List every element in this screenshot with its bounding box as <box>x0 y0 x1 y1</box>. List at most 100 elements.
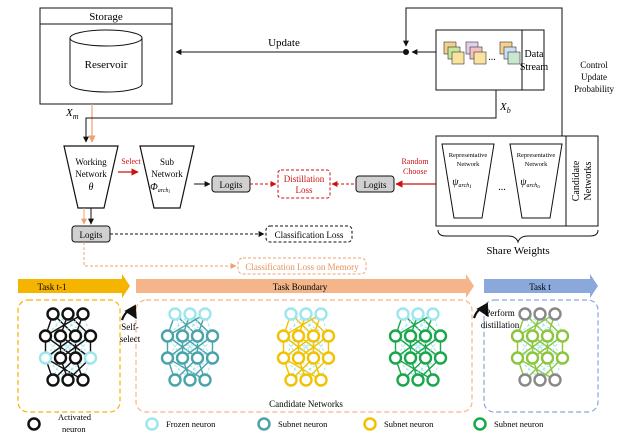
neuron-icon <box>548 373 562 387</box>
neuron-icon <box>321 351 336 365</box>
sub-network-label-1: Sub <box>160 157 175 167</box>
task-prev-arrow: Task t-1 <box>18 274 130 298</box>
net-candidate-2 <box>276 307 336 387</box>
neuron-icon <box>525 351 540 365</box>
neural-networks <box>38 307 570 387</box>
xb-label: Xb <box>499 101 511 115</box>
reservoir-cylinder-icon <box>69 29 143 93</box>
network-edge <box>517 313 556 337</box>
psi-1-label: ψarch1 <box>452 177 472 190</box>
control-loop-line <box>403 7 563 136</box>
network-edge <box>554 313 563 337</box>
neuron-icon <box>190 329 205 343</box>
neuron-icon <box>396 307 410 321</box>
task-prev-panel <box>17 299 121 413</box>
neuron-icon <box>291 351 306 365</box>
network-edge <box>432 357 441 381</box>
neuron-icon <box>38 351 53 365</box>
neuron-icon <box>418 351 433 365</box>
neuron-icon <box>540 351 555 365</box>
svg-text:Frozen neuron: Frozen neuron <box>166 419 216 429</box>
share-weights-label: Share Weights <box>486 245 549 257</box>
neuron-icon <box>411 307 425 321</box>
storage-title: Storage <box>89 11 123 23</box>
legend-subnet-green-icon <box>473 417 487 431</box>
neuron-icon <box>276 351 291 365</box>
neuron-icon <box>53 351 68 365</box>
perform-distillation-arrow-icon <box>472 302 489 319</box>
neuron-icon <box>46 307 60 321</box>
neuron-icon <box>403 329 418 343</box>
svg-text:Logits: Logits <box>79 230 102 240</box>
neuron-icon <box>68 329 83 343</box>
classification-loss-memory-box: Classification Loss on Memory <box>237 257 367 275</box>
random-choose-label-1: Random <box>401 157 429 166</box>
neuron-icon <box>510 329 525 343</box>
candidate-networks-box: Representative Network ψarch1 ... Repres… <box>435 135 599 227</box>
network-edge <box>554 357 563 381</box>
svg-text:Distillation: Distillation <box>284 174 325 184</box>
neuron-icon <box>83 351 98 365</box>
sub-network-label-3: Φarchi <box>150 182 170 195</box>
neuron-icon <box>38 329 53 343</box>
task-next-panel <box>483 299 599 413</box>
svg-text:Loss: Loss <box>295 185 313 195</box>
network-edge <box>82 357 91 381</box>
neuron-icon <box>314 307 328 321</box>
share-weights-brace <box>437 229 599 244</box>
network-edge <box>204 313 213 337</box>
neuron-icon <box>555 329 570 343</box>
network-edge <box>45 335 91 359</box>
network-edge <box>320 357 329 381</box>
neuron-icon <box>518 307 532 321</box>
neuron-icon <box>388 329 403 343</box>
svg-text:Subnet neuron: Subnet neuron <box>384 419 434 429</box>
svg-text:Task Boundary: Task Boundary <box>273 282 328 292</box>
network-edge <box>82 313 91 337</box>
network-edge <box>395 335 441 359</box>
neuron-icon <box>426 307 440 321</box>
update-label: Update <box>268 37 300 49</box>
storage-box: Storage Reservoir <box>39 7 173 105</box>
network-edge <box>402 357 411 381</box>
network-edge <box>174 357 213 381</box>
neuron-icon <box>61 307 75 321</box>
neuron-icon <box>518 373 532 387</box>
junction-dot <box>403 49 409 55</box>
svg-text:Task t: Task t <box>529 282 551 292</box>
random-choose-label-2: Choose <box>403 167 427 176</box>
xm-label: Xm <box>65 107 79 121</box>
svg-text:Task t-1: Task t-1 <box>37 282 66 292</box>
neuron-icon <box>76 307 90 321</box>
control-label-2: Update <box>581 72 607 82</box>
perform-label-1: Perform <box>485 308 515 318</box>
neuron-icon <box>418 329 433 343</box>
neuron-icon <box>198 307 212 321</box>
network-edge <box>52 357 91 381</box>
sub-network: Sub Network Φarchi <box>139 145 195 209</box>
neuron-icon <box>299 373 313 387</box>
self-select-label-1: Self- <box>121 322 139 332</box>
select-label: Select <box>121 157 141 166</box>
svg-text:Classification Loss on Memory: Classification Loss on Memory <box>245 262 359 272</box>
candidate-networks-vertical-label: CandidateNetworks <box>571 160 594 201</box>
xb-arrow <box>83 90 497 143</box>
neuron-icon <box>205 329 220 343</box>
self-select-label-2: select <box>120 334 141 344</box>
svg-text:Activated: Activated <box>58 412 92 422</box>
net-task-prev <box>38 307 98 387</box>
neuron-icon <box>183 307 197 321</box>
network-edge <box>402 357 441 381</box>
svg-text:Logits: Logits <box>219 180 242 190</box>
representative-network-1 <box>441 143 495 219</box>
network-edge <box>45 313 84 337</box>
network-edge <box>283 335 329 359</box>
svg-text:Subnet neuron: Subnet neuron <box>278 419 328 429</box>
sub-network-label-2: Network <box>151 169 183 179</box>
neuron-icon <box>76 373 90 387</box>
svg-text:Representative: Representative <box>517 152 556 159</box>
svg-text:Subnet neuron: Subnet neuron <box>494 419 544 429</box>
legend-subnet-yellow-icon <box>363 417 377 431</box>
neuron-icon <box>433 351 448 365</box>
